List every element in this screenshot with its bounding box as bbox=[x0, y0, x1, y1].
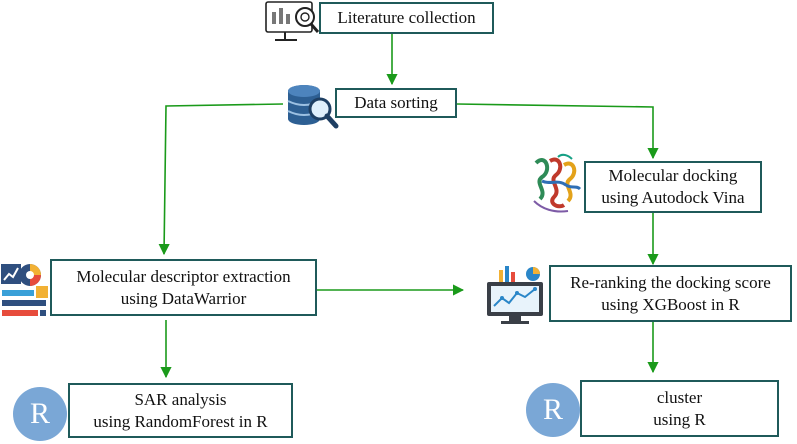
r-logo-letter: R bbox=[29, 397, 50, 430]
cluster-box: cluster using R bbox=[580, 380, 779, 437]
literature-collection-box: Literature collection bbox=[319, 2, 494, 34]
molecular-docking-line2: using Autodock Vina bbox=[601, 188, 745, 207]
descriptor-extraction-line2: using DataWarrior bbox=[120, 288, 247, 308]
data-sorting-label: Data sorting bbox=[354, 93, 438, 112]
r-logo-letter: R bbox=[542, 393, 563, 426]
molecular-docking-box: Molecular docking using Autodock Vina bbox=[584, 161, 762, 213]
reranking-line1: Re-ranking the docking score bbox=[570, 272, 771, 292]
reranking-line2: using XGBoost in R bbox=[601, 294, 740, 314]
data-sorting-box: Data sorting bbox=[335, 88, 457, 118]
monitor-search-icon bbox=[265, 1, 320, 41]
protein-structure-icon bbox=[533, 153, 582, 213]
database-search-icon bbox=[287, 85, 339, 129]
cluster-line1: cluster bbox=[656, 387, 703, 407]
arrow-sorting-to-docking bbox=[456, 103, 659, 160]
sar-analysis-line1: SAR analysis bbox=[134, 389, 227, 409]
molecular-docking-line1: Molecular docking bbox=[608, 166, 738, 185]
literature-collection-label: Literature collection bbox=[337, 8, 476, 27]
descriptor-extraction-box: Molecular descriptor extraction using Da… bbox=[50, 259, 317, 316]
analytics-dashboard-icon bbox=[1, 264, 48, 316]
r-logo-icon: R bbox=[13, 387, 67, 441]
sar-analysis-line2: using RandomForest in R bbox=[93, 411, 268, 431]
arrow-sorting-to-descriptor bbox=[158, 103, 284, 256]
cluster-line2: using R bbox=[653, 409, 706, 429]
reranking-box: Re-ranking the docking score using XGBoo… bbox=[549, 265, 792, 322]
r-logo-icon: R bbox=[526, 383, 580, 437]
monitor-chart-icon bbox=[487, 266, 543, 324]
sar-analysis-box: SAR analysis using RandomForest in R bbox=[68, 383, 293, 438]
descriptor-extraction-line1: Molecular descriptor extraction bbox=[76, 266, 291, 286]
